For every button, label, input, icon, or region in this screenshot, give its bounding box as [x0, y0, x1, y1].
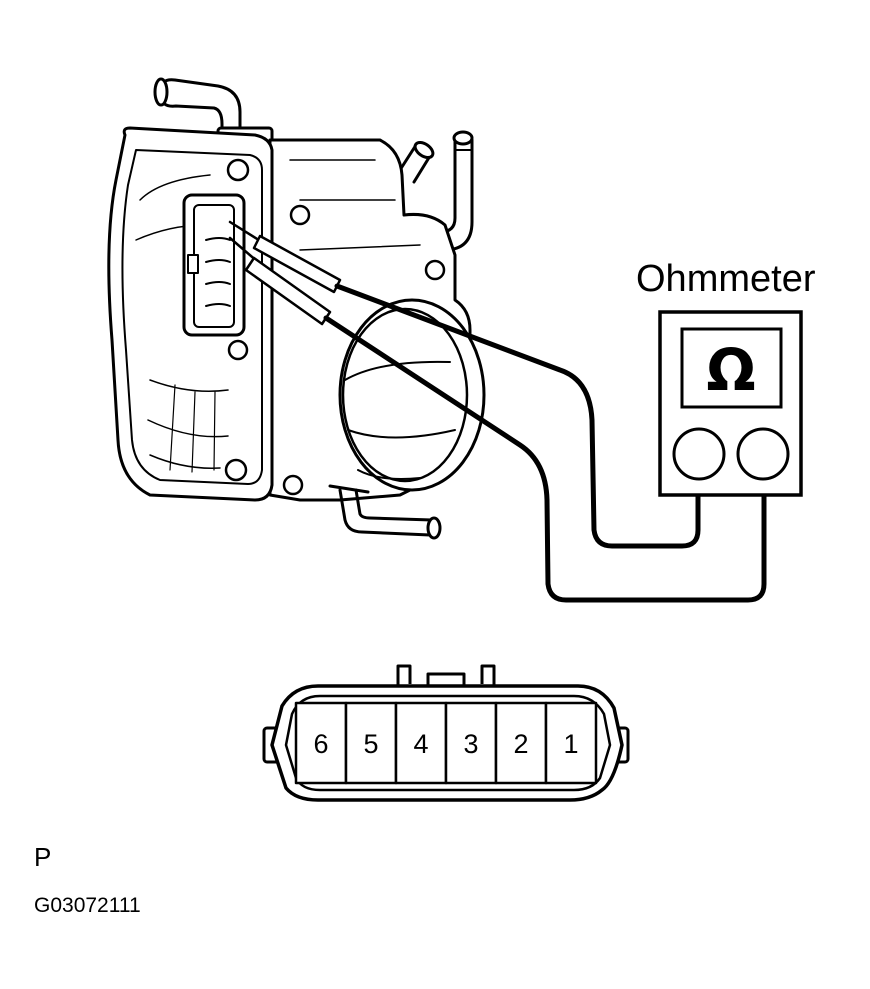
connector-pin-labels: 6 5 4 3 2 1: [313, 729, 578, 759]
lead-wire-2: [323, 315, 767, 603]
pin-label: 3: [463, 729, 478, 759]
test-leads: [228, 220, 342, 326]
pin-label: 2: [513, 729, 528, 759]
pin-label: 6: [313, 729, 328, 759]
meter-terminal-right: [736, 427, 790, 481]
ohmmeter-label: Ohmmeter: [636, 258, 816, 300]
throttle-body-icon: [107, 77, 486, 540]
view-letter: P: [34, 842, 52, 872]
ohm-symbol: Ω: [706, 336, 755, 404]
ohmmeter-icon: Ω: [658, 310, 803, 497]
pin-label: 4: [413, 729, 428, 759]
meter-terminal-left: [672, 427, 726, 481]
pin-label: 1: [563, 729, 578, 759]
lead-wire-1: [334, 283, 701, 549]
figure-code: G03072111: [34, 894, 141, 917]
pin-label: 5: [363, 729, 378, 759]
connector-icon: [262, 664, 630, 802]
meter-display: [680, 327, 783, 409]
